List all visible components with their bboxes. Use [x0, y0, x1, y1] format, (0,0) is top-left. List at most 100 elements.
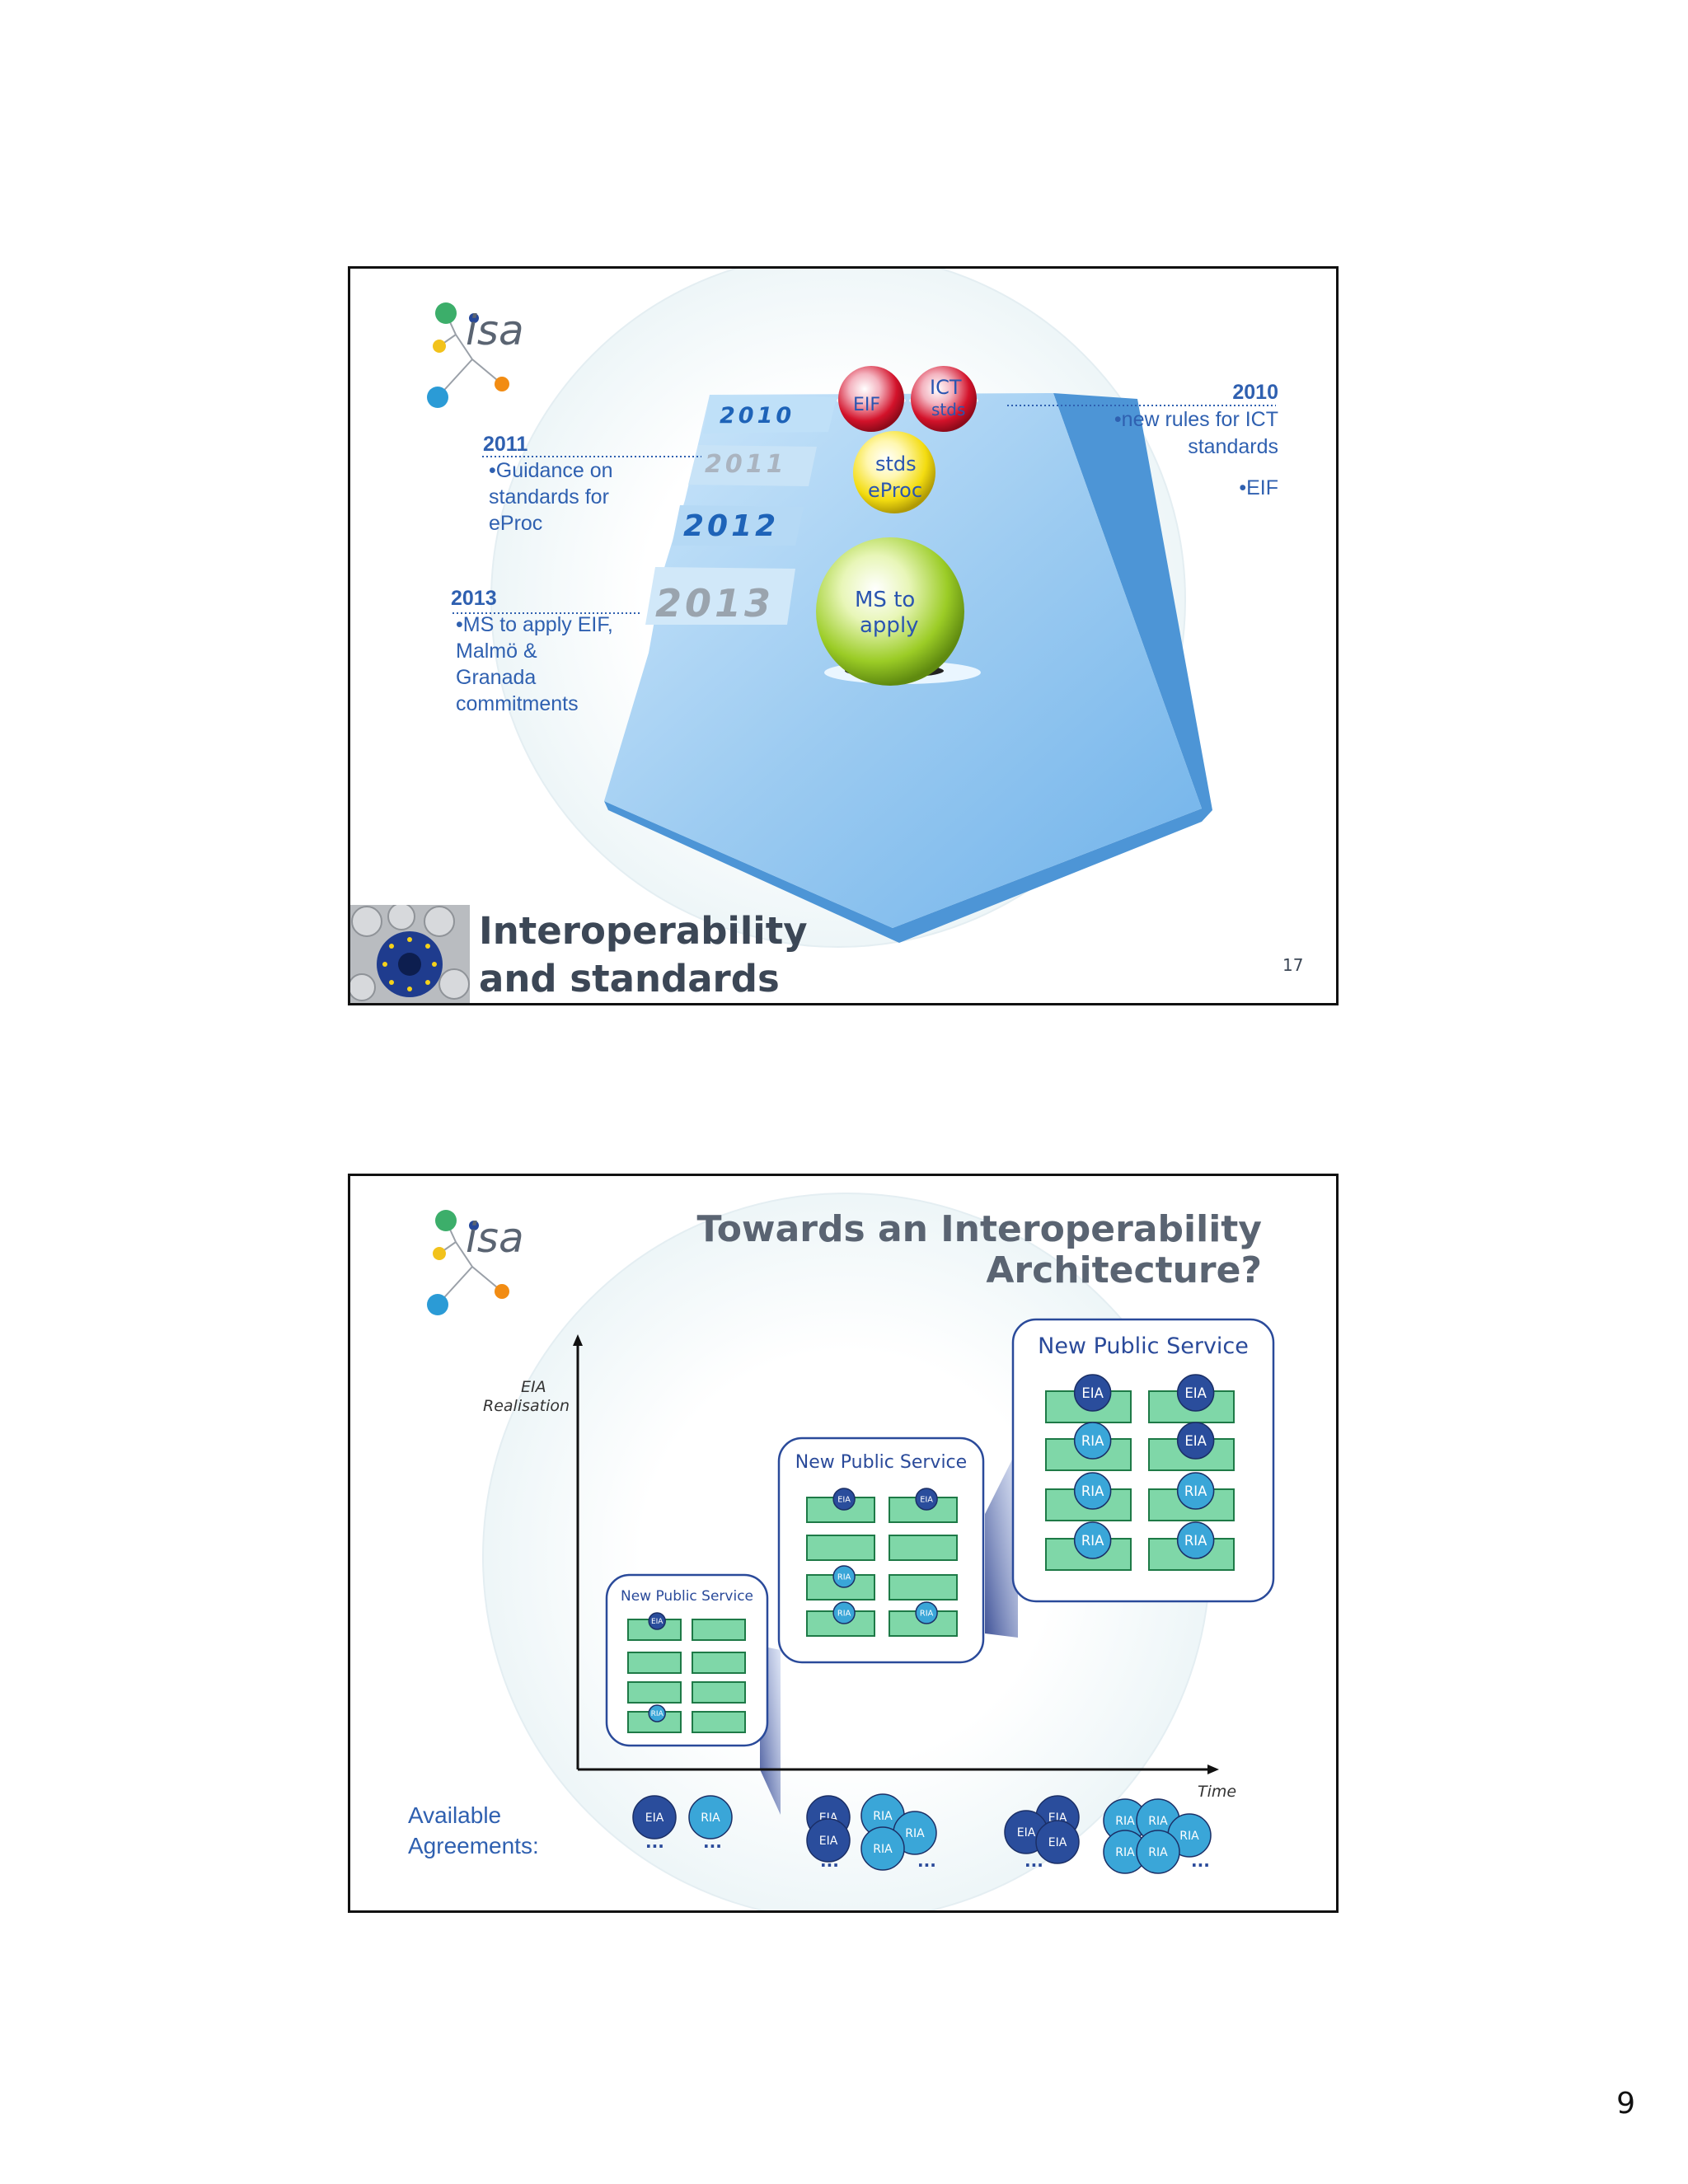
eia-bubble: EIA: [1073, 1374, 1112, 1412]
service-component: [889, 1535, 958, 1561]
callout-2011-line2: standards for: [489, 485, 609, 509]
bubble-label: RIA: [1179, 1830, 1199, 1843]
architecture-diagram: EIA Realisation Time New Public ServiceE…: [483, 1318, 1275, 1874]
callout-2011-line3: eProc: [489, 512, 543, 535]
ellipsis: ...: [1025, 1851, 1043, 1871]
ellipsis: ...: [703, 1832, 722, 1852]
bubble-label: EIA: [1048, 1836, 1067, 1849]
bubble-label: RIA: [873, 1843, 893, 1856]
isa-logo-text: isa: [466, 1214, 524, 1262]
slide-title: Towards an Interoperability Architecture…: [697, 1209, 1262, 1291]
service-component: [692, 1619, 746, 1641]
ict-stds-ball: [911, 366, 977, 432]
service-component: [692, 1652, 746, 1674]
isa-logo: isa: [427, 1210, 524, 1315]
bubble-label: RIA: [1184, 1533, 1207, 1549]
callout-2013-line3: Granada: [456, 666, 537, 689]
slide-interoperability-architecture: isa Towards an Interoperability Architec…: [348, 1174, 1339, 1913]
bubble-label: EIA: [837, 1495, 851, 1504]
eif-ball: [838, 366, 904, 432]
bubble-label: RIA: [837, 1609, 851, 1618]
ms-to-apply-ball: [816, 537, 964, 686]
service-component: [627, 1681, 682, 1704]
callout-2011: 2011 •Guidance on standards for eProc: [483, 431, 613, 537]
eia-bubble: EIA: [632, 1795, 677, 1840]
ria-bubble: RIA: [1176, 1521, 1215, 1559]
step-2011-label: 2011: [705, 450, 787, 479]
bubble-label: RIA: [1148, 1846, 1168, 1859]
service-component: [806, 1535, 875, 1561]
apply-label: apply: [860, 613, 919, 638]
bubble-label: EIA: [819, 1835, 838, 1848]
bubble-label: RIA: [1081, 1483, 1104, 1499]
callout-2013-line2: Malmö &: [456, 640, 537, 663]
box-title: New Public Service: [1038, 1333, 1249, 1359]
bubble-label: RIA: [920, 1609, 934, 1618]
ria-bubble: RIA: [1073, 1521, 1112, 1559]
ict-ball-sublabel: stds: [931, 400, 965, 419]
slide-interoperability-standards: isa: [348, 266, 1339, 1005]
slide-title-line1: Interoperability: [479, 909, 808, 953]
ria-bubble: RIA: [832, 1565, 856, 1588]
service-component: [627, 1652, 682, 1674]
eia-bubble: EIA: [1176, 1374, 1215, 1412]
available-line2: Agreements:: [408, 1833, 539, 1858]
bubble-label: RIA: [1081, 1533, 1104, 1549]
box-title: New Public Service: [795, 1452, 967, 1473]
ria-bubble: RIA: [860, 1826, 905, 1871]
bubble-label: RIA: [1148, 1815, 1168, 1828]
ria-bubble: RIA: [1073, 1472, 1112, 1510]
bubble-label: EIA: [1081, 1385, 1104, 1401]
step-2013-label: 2013: [655, 581, 774, 626]
callout-2010-line2: standards: [1188, 435, 1278, 458]
stds-ball-label: stds: [875, 452, 917, 476]
bubble-label: RIA: [701, 1811, 720, 1825]
isa-logo: isa: [427, 302, 524, 408]
step-2010-label: 2010: [720, 403, 795, 429]
ellipsis: ...: [917, 1851, 936, 1871]
ellipsis: ...: [820, 1851, 839, 1871]
stds-eproc-ball: [853, 431, 935, 513]
callout-2011-line1: •Guidance on: [489, 459, 613, 482]
ria-bubble: RIA: [1073, 1422, 1112, 1460]
bubble-label: EIA: [645, 1811, 664, 1825]
ria-bubble: RIA: [860, 1793, 905, 1838]
slide-title-line2: Architecture?: [986, 1249, 1262, 1291]
service-component: [889, 1574, 958, 1601]
available-agreements-label: Available Agreements:: [408, 1800, 539, 1861]
bubble-label: RIA: [1115, 1846, 1135, 1859]
eia-bubble: EIA: [832, 1488, 856, 1511]
bubble-label: EIA: [1184, 1385, 1207, 1401]
callout-2013-year: 2013: [451, 587, 497, 610]
ria-bubble: RIA: [648, 1704, 666, 1722]
ria-bubble: RIA: [688, 1795, 733, 1840]
ms-to-label: MS to: [855, 588, 915, 612]
bubble-label: RIA: [1081, 1433, 1104, 1449]
bubble-label: RIA: [905, 1827, 925, 1840]
callout-2013: 2013 •MS to apply EIF, Malmö & Granada c…: [451, 585, 613, 717]
x-axis-label: Time: [1198, 1783, 1236, 1801]
callout-2010-line3: •EIF: [1239, 476, 1278, 499]
callout-2010-year: 2010: [1232, 381, 1278, 404]
bubble-label: RIA: [1115, 1815, 1135, 1828]
eia-bubble: EIA: [915, 1488, 938, 1511]
service-component: [692, 1711, 746, 1733]
ict-ball-label: ICT: [930, 376, 962, 399]
ria-bubble: RIA: [832, 1601, 856, 1624]
bubble-label: RIA: [1184, 1483, 1207, 1499]
eia-bubble: EIA: [1176, 1422, 1215, 1460]
service-component: [692, 1681, 746, 1704]
slide-title-line2: and standards: [479, 957, 780, 1001]
page-number: 9: [1616, 2087, 1635, 2121]
ria-bubble: RIA: [1136, 1830, 1180, 1874]
callout-2013-line4: commitments: [456, 692, 579, 715]
y-axis-label-line2: Realisation: [483, 1397, 570, 1415]
slide-number: 17: [1282, 955, 1304, 975]
bubble-label: EIA: [1017, 1826, 1036, 1840]
eif-ball-label: EIF: [853, 395, 880, 415]
bubble-label: RIA: [651, 1710, 664, 1718]
bubble-label: EIA: [1184, 1433, 1207, 1449]
bubble-label: EIA: [651, 1618, 663, 1626]
